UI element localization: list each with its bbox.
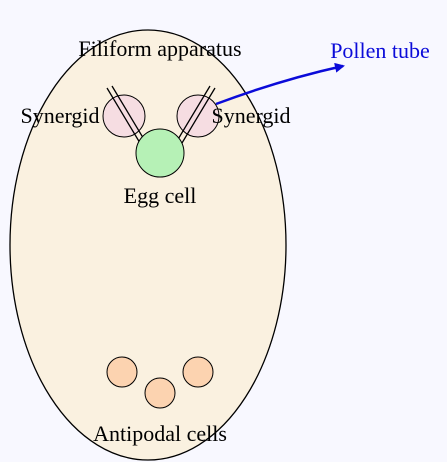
antipodal-cell-middle bbox=[145, 378, 175, 408]
filiform-apparatus-label: Filiform apparatus bbox=[78, 36, 241, 61]
antipodal-cell-right bbox=[183, 357, 213, 387]
pollen-tube-label: Pollen tube bbox=[330, 38, 430, 63]
egg-cell-label: Egg cell bbox=[124, 183, 197, 208]
synergid-left-label: Synergid bbox=[20, 103, 99, 128]
egg-cell bbox=[136, 129, 184, 177]
antipodal-cells-label: Antipodal cells bbox=[93, 421, 227, 446]
synergid-right-label: Synergid bbox=[211, 103, 290, 128]
antipodal-cell-left bbox=[107, 357, 137, 387]
